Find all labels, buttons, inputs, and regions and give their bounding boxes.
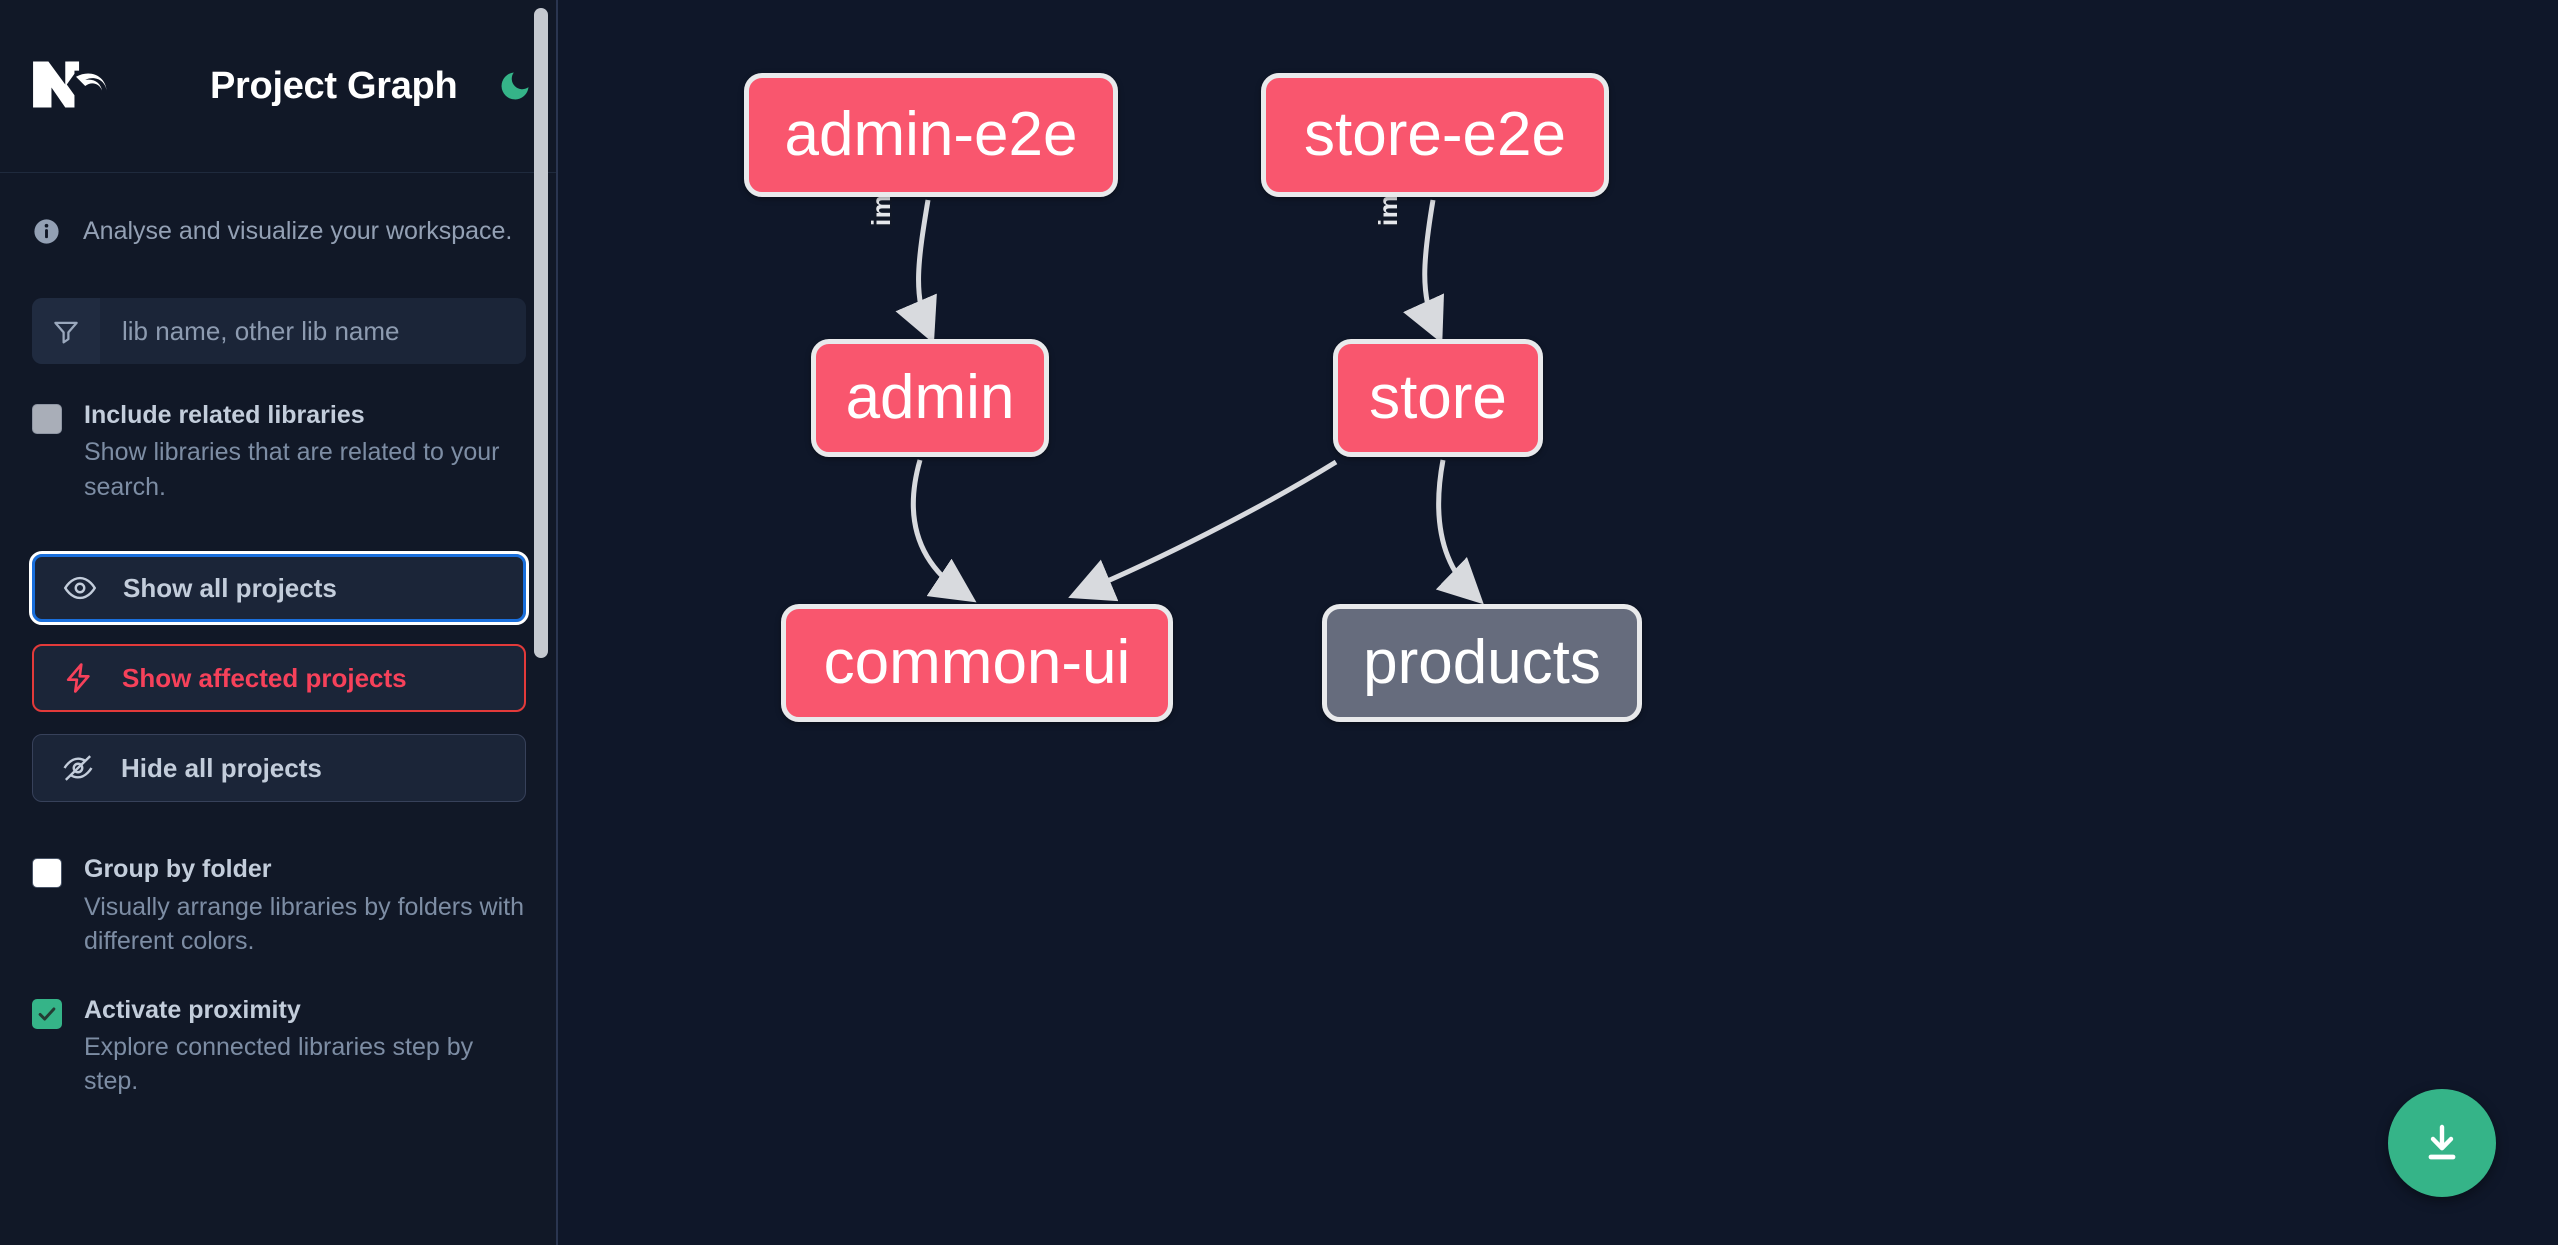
show-all-projects-label: Show all projects <box>123 572 337 603</box>
graph-node-store[interactable]: store <box>1333 339 1543 457</box>
checkbox-activate-proximity-box[interactable] <box>32 998 62 1029</box>
checkbox-include-related-libraries-label: Include related libraries <box>84 401 365 429</box>
edge-store-e2e-store <box>1403 199 1445 344</box>
graph-node-admin-label: admin <box>845 363 1015 432</box>
checkbox-group-by-folder-label: Group by folder <box>84 855 272 884</box>
visibility-button-group: Show all projects Show affected projects <box>29 551 529 803</box>
sidebar-body: Analyse and visualize your workspace. In… <box>0 173 558 1099</box>
eye-icon <box>63 571 97 605</box>
edge-store-products <box>1435 459 1484 605</box>
show-all-projects-button[interactable]: Show all projects <box>29 551 529 626</box>
sidebar-header: Project Graph <box>0 0 558 173</box>
search-box[interactable] <box>32 298 526 364</box>
download-icon <box>2418 1119 2466 1167</box>
graph-node-common-ui-label: common-ui <box>823 628 1131 697</box>
checkbox-include-related-libraries-box[interactable] <box>32 404 62 434</box>
sidebar-scrollbar[interactable] <box>534 8 548 658</box>
analyse-info-row: Analyse and visualize your workspace. <box>32 173 526 246</box>
download-button[interactable] <box>2388 1089 2496 1197</box>
sidebar-scroll-area: Project Graph Analy <box>0 0 558 1245</box>
sidebar-divider <box>556 0 558 1245</box>
checkbox-activate-proximity-desc: Explore connected libraries step by step… <box>84 1032 474 1096</box>
filter-funnel-icon <box>32 298 100 364</box>
checkbox-group-by-folder-box[interactable] <box>32 858 62 889</box>
hide-all-projects-button[interactable]: Hide all projects <box>32 734 526 803</box>
eye-off-icon <box>61 751 95 785</box>
info-icon <box>32 217 61 246</box>
checkbox-group-by-folder[interactable]: Group by folder Visually arrange librari… <box>32 854 526 958</box>
graph-node-admin-e2e-label: admin-e2e <box>784 100 1078 169</box>
graph-node-admin[interactable]: admin <box>811 339 1049 457</box>
lightning-bolt-icon <box>62 661 96 695</box>
graph-node-store-e2e-label: store-e2e <box>1304 100 1566 169</box>
edge-admin-common-ui <box>910 459 977 603</box>
graph-node-store-label: store <box>1369 363 1507 432</box>
show-affected-projects-button[interactable]: Show affected projects <box>32 644 526 713</box>
hide-all-projects-label: Hide all projects <box>121 752 322 783</box>
moon-icon[interactable] <box>493 64 537 108</box>
checkbox-group-by-folder-desc: Visually arrange libraries by folders wi… <box>84 892 525 956</box>
graph-canvas[interactable]: implicit implicit admin-e2e store-e2e ad… <box>558 0 2558 1245</box>
graph-node-store-e2e[interactable]: store-e2e <box>1261 73 1609 197</box>
graph-node-products-label: products <box>1363 628 1601 697</box>
checkbox-include-related-libraries[interactable]: Include related libraries Show libraries… <box>32 400 526 504</box>
analyse-info-text: Analyse and visualize your workspace. <box>83 217 513 245</box>
search-input[interactable] <box>100 298 526 364</box>
show-affected-projects-label: Show affected projects <box>122 662 407 693</box>
checkbox-activate-proximity-label: Activate proximity <box>84 995 301 1024</box>
sidebar: Project Graph Analy <box>0 0 558 1245</box>
page-title: Project Graph <box>210 64 458 107</box>
checkbox-activate-proximity[interactable]: Activate proximity Explore connected lib… <box>32 995 526 1099</box>
edge-admin-e2e-admin <box>895 199 937 344</box>
graph-edges-layer <box>895 199 1484 605</box>
graph-node-products[interactable]: products <box>1322 604 1642 722</box>
edge-store-common-ui <box>1068 459 1338 602</box>
nx-logo-icon <box>30 55 122 117</box>
graph-node-admin-e2e[interactable]: admin-e2e <box>744 73 1118 197</box>
checkbox-include-related-libraries-desc: Show libraries that are related to your … <box>84 438 500 501</box>
graph-node-common-ui[interactable]: common-ui <box>781 604 1173 722</box>
